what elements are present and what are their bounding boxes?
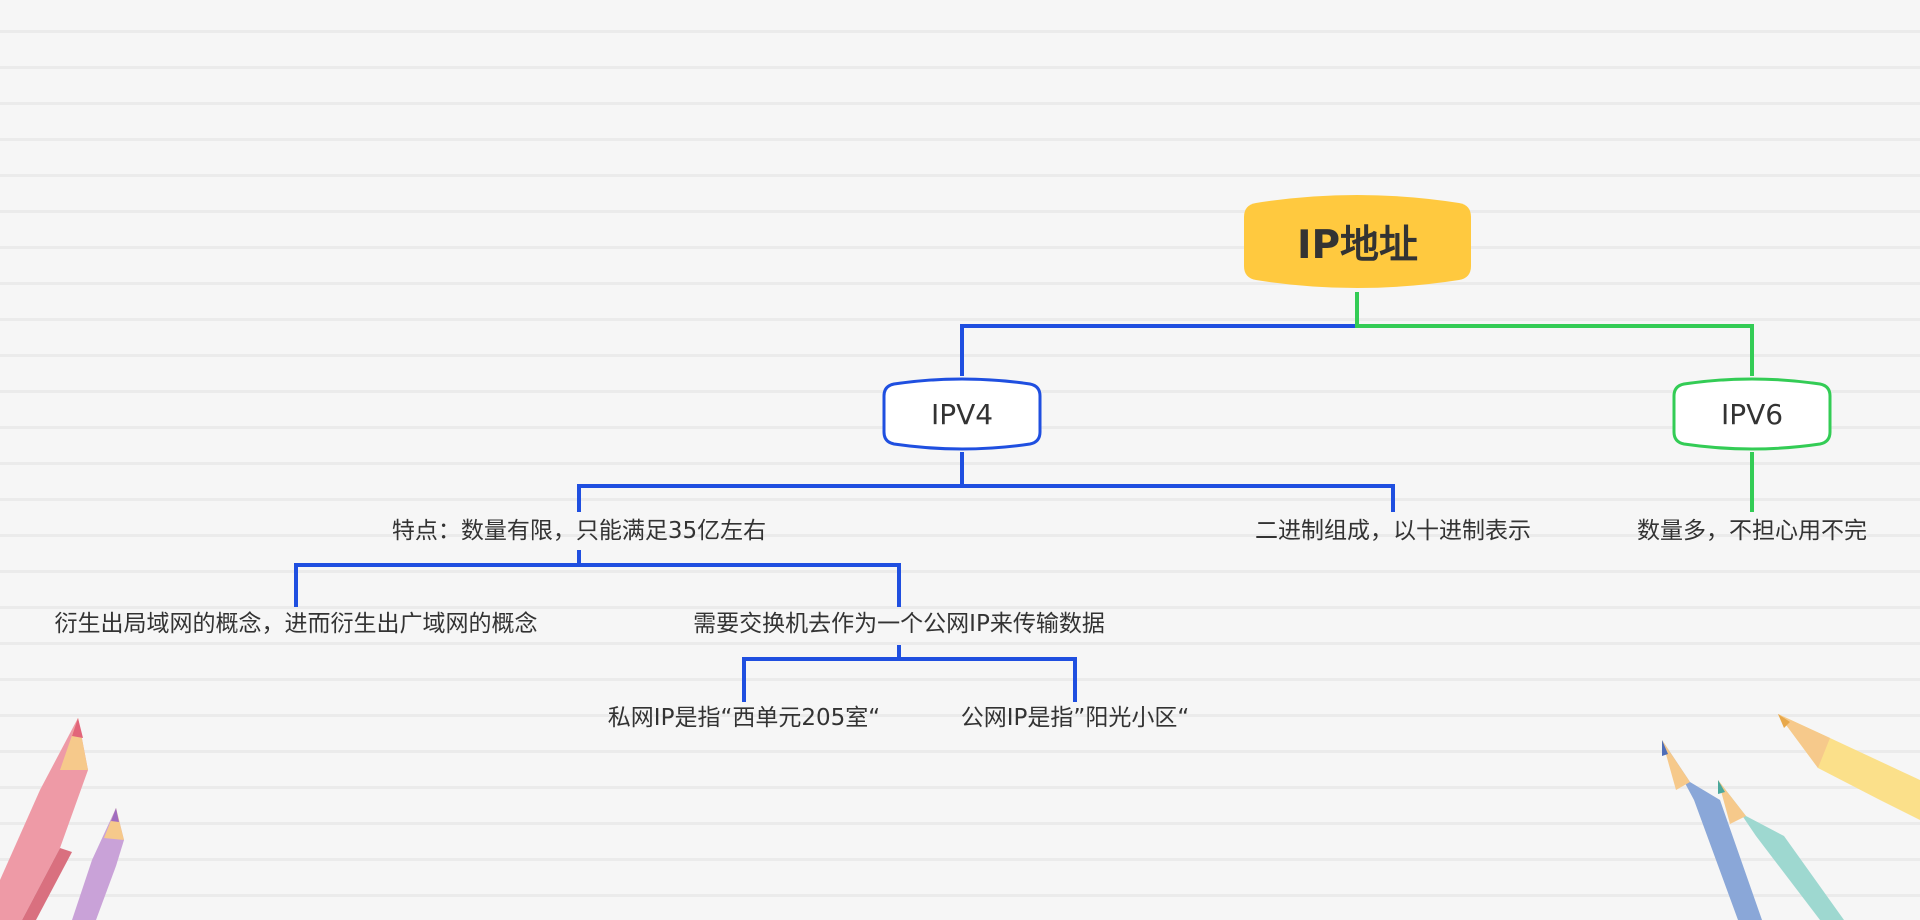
connector-root-ipv4 (960, 292, 1359, 376)
topic-node-ipv4-binary[interactable]: 二进制组成，以十进制表示 (1255, 518, 1531, 544)
connector-ipv4-binary (960, 452, 1395, 512)
root-node-shape (1244, 195, 1471, 288)
branch-node-ipv4-label: IPV4 (930, 397, 994, 431)
topic-node-lan-wan[interactable]: 衍生出局域网的概念，进而衍生出广域网的概念 (54, 611, 538, 637)
connector-switch-public (897, 645, 1077, 702)
connector-feature-switch (577, 550, 901, 607)
branch-node-ipv6[interactable]: IPV6 (1672, 376, 1832, 452)
branch-node-ipv4-shape (882, 377, 1042, 451)
topic-node-public-ip[interactable]: 公网IP是指”阳光小区“ (960, 705, 1190, 731)
root-node-label: IP地址 (1296, 222, 1419, 268)
branch-node-ipv6-label: IPV6 (1720, 397, 1784, 431)
topic-node-ipv4-feature[interactable]: 特点：数量有限，只能满足35亿左右 (391, 518, 767, 544)
topic-node-ipv6-quantity[interactable]: 数量多，不担心用不完 (1637, 518, 1867, 544)
root-node-ip-address[interactable]: IP地址 (1244, 191, 1471, 292)
connector-feature-lanwan (294, 550, 581, 607)
pencil-illustration-left (0, 718, 124, 920)
connector-switch-private (742, 645, 901, 702)
topic-node-private-ip[interactable]: 私网IP是指“西单元205室“ (607, 705, 881, 731)
topic-node-switch[interactable]: 需要交换机去作为一个公网IP来传输数据 (693, 611, 1105, 637)
branch-node-ipv6-shape (1672, 377, 1832, 451)
pencil-illustration-right (1662, 714, 1920, 920)
connector-root-ipv6 (1355, 292, 1754, 376)
connector-ipv4-feature (577, 452, 964, 512)
branch-node-ipv4[interactable]: IPV4 (882, 376, 1042, 452)
